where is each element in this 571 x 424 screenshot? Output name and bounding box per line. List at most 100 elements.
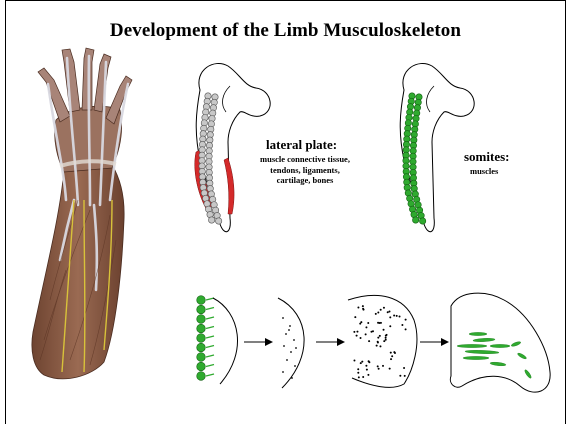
- mesenchyme-cell: [376, 345, 378, 347]
- muscle-fiber: [490, 344, 510, 347]
- mesenchyme-cell: [378, 368, 380, 370]
- muscle-fiber: [463, 356, 489, 359]
- somites-line-1: muscles: [470, 166, 510, 177]
- mesenchyme-cell: [377, 365, 379, 367]
- mesenchyme-cell: [368, 360, 370, 362]
- mesenchyme-cell: [389, 311, 391, 313]
- mesenchyme-cell: [399, 315, 401, 317]
- migration-arrow: [206, 298, 214, 300]
- embryo-somites: [400, 63, 474, 231]
- mesenchyme-cell: [377, 341, 379, 343]
- somite-green: [197, 305, 206, 314]
- mesenchyme-cell: [382, 365, 384, 367]
- muscle-fiber: [457, 344, 487, 347]
- lateral-plate-line-2: tendons, ligaments,: [240, 165, 370, 176]
- embryo-lateral-plate: [195, 63, 270, 231]
- migrating-cell: [282, 371, 284, 373]
- mesenchyme-cell: [354, 316, 356, 318]
- somite-gray: [215, 218, 221, 224]
- migration-arrow: [206, 374, 214, 376]
- mesenchyme-cell: [362, 376, 364, 378]
- mesenchyme-cell: [390, 352, 392, 354]
- migrating-cell: [293, 339, 295, 341]
- somite-green: [197, 353, 206, 362]
- mesenchyme-cell: [399, 375, 401, 377]
- mesenchyme-cell: [379, 345, 381, 347]
- migration-arrow: [206, 355, 214, 357]
- migrating-cell: [283, 345, 285, 347]
- mesenchyme-cell: [357, 372, 359, 374]
- somite-gray: [208, 217, 214, 223]
- mesenchyme-cell: [385, 339, 387, 341]
- muscle-fiber: [465, 350, 499, 354]
- mesenchyme-cell: [361, 361, 363, 363]
- muscle-fiber: [517, 352, 527, 360]
- migration-arrow: [206, 365, 214, 367]
- migration-arrow: [206, 308, 214, 310]
- migrating-cell: [290, 351, 292, 353]
- migrating-cell: [282, 317, 284, 319]
- limb-bud-outline-4: [450, 293, 550, 392]
- mesenchyme-cell: [404, 375, 406, 377]
- mesenchyme-cell: [389, 316, 391, 318]
- migrating-cell: [288, 329, 290, 331]
- somite-green: [197, 362, 206, 371]
- somite-green: [197, 334, 206, 343]
- mesenchyme-cell: [368, 340, 370, 342]
- mesenchyme-cell: [396, 315, 398, 317]
- migration-arrow: [206, 317, 214, 319]
- limb-bud-outline-1: [213, 298, 238, 384]
- mesenchyme-cell: [383, 307, 385, 309]
- mesenchyme-cell: [390, 358, 392, 360]
- lateral-plate-heading: lateral plate:: [266, 138, 337, 152]
- mesenchyme-cell: [380, 309, 382, 311]
- mesenchyme-cell: [357, 368, 359, 370]
- migrating-cell: [289, 325, 291, 327]
- mesenchyme-cell: [365, 333, 367, 335]
- mesenchyme-cell: [358, 376, 360, 378]
- muscle-fiber: [469, 332, 487, 335]
- somite-green: [197, 315, 206, 324]
- mesenchyme-cell: [353, 331, 355, 333]
- mesenchyme-cell: [370, 331, 372, 333]
- limb-bud-outline-2: [278, 298, 304, 388]
- mesenchyme-cell: [405, 328, 407, 330]
- mesenchyme-cell: [375, 313, 377, 315]
- muscle-fiber: [511, 341, 521, 347]
- mesenchyme-cell: [389, 325, 391, 327]
- mesenchyme-cell: [386, 334, 388, 336]
- mesenchyme-cell: [377, 337, 379, 339]
- migrating-cell: [291, 377, 293, 379]
- mesenchyme-cell: [378, 322, 380, 324]
- muscle-fiber: [524, 369, 532, 379]
- mesenchyme-cell: [393, 314, 395, 316]
- mesenchyme-cell: [360, 321, 362, 323]
- mesenchyme-cell: [383, 329, 385, 331]
- mesenchyme-cell: [360, 337, 362, 339]
- migrating-cell: [295, 347, 297, 349]
- muscle-fiber: [490, 362, 506, 367]
- mesenchyme-cell: [356, 331, 358, 333]
- somite-green: [197, 343, 206, 352]
- mesenchyme-cell: [385, 337, 387, 339]
- mesenchyme-cell: [389, 368, 391, 370]
- mesenchyme-cell: [366, 369, 368, 371]
- mesenchyme-cell: [365, 365, 367, 367]
- mesenchyme-cell: [365, 326, 367, 328]
- migration-arrow: [206, 336, 214, 338]
- limb-bud-sequence: [197, 293, 550, 392]
- mesenchyme-cell: [362, 305, 364, 307]
- migration-arrow: [206, 327, 214, 329]
- mesenchyme-cell: [353, 359, 355, 361]
- arm-anatomy-illustration: [32, 48, 132, 379]
- somite-green: [197, 296, 206, 305]
- mesenchyme-cell: [393, 351, 395, 353]
- mesenchyme-cell: [367, 374, 369, 376]
- migrating-cell: [294, 365, 296, 367]
- somite-green: [419, 218, 425, 224]
- mesenchyme-cell: [360, 362, 362, 364]
- mesenchyme-cell: [405, 319, 407, 321]
- mesenchyme-cell: [367, 322, 369, 324]
